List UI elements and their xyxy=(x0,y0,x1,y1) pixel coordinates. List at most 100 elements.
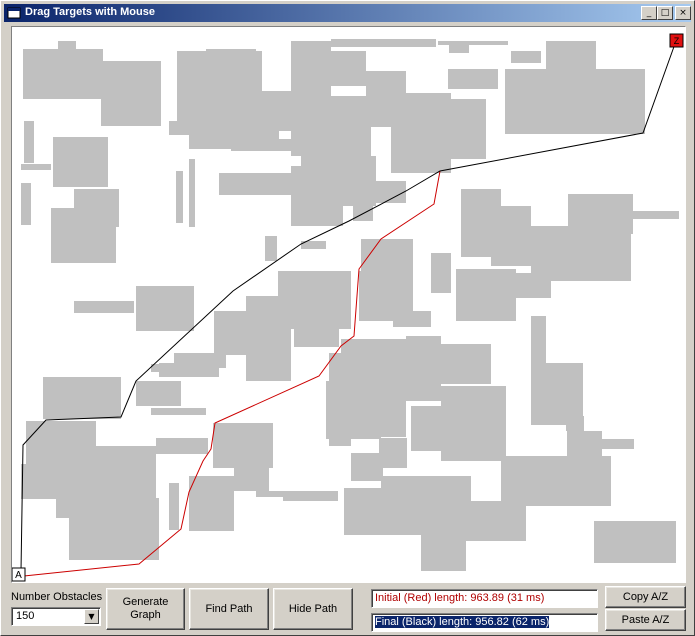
obstacle xyxy=(511,51,541,63)
obstacle xyxy=(301,51,366,86)
obstacle xyxy=(631,211,679,219)
obstacle xyxy=(265,236,277,261)
obstacle xyxy=(501,456,611,506)
obstacle xyxy=(156,438,208,454)
final-path-black xyxy=(20,40,677,572)
obstacle xyxy=(568,194,633,234)
obstacle xyxy=(56,491,126,518)
obstacle xyxy=(441,344,491,384)
obstacle xyxy=(24,121,34,163)
start-marker-label: A xyxy=(15,570,22,581)
obstacles-layer xyxy=(21,39,679,571)
title-bar[interactable]: Drag Targets with Mouse _ □ × xyxy=(4,4,691,22)
start-marker-a[interactable]: A xyxy=(12,567,26,582)
obstacle xyxy=(219,173,291,195)
obstacle xyxy=(567,431,602,456)
obstacles-value: 150 xyxy=(16,610,35,622)
obstacle xyxy=(21,183,31,225)
obstacle xyxy=(53,137,108,187)
obstacle xyxy=(176,171,183,223)
obstacle xyxy=(531,316,546,363)
obstacle xyxy=(234,99,279,139)
obstacle xyxy=(174,353,226,368)
obstacle xyxy=(393,311,431,327)
end-marker-z[interactable]: Z xyxy=(669,33,684,48)
initial-path-red xyxy=(23,170,441,577)
obstacle xyxy=(351,453,383,481)
hide-path-button[interactable]: Hide Path xyxy=(273,588,353,630)
obstacle xyxy=(43,377,121,419)
obstacle xyxy=(448,69,498,89)
obstacle xyxy=(438,41,508,45)
obstacle xyxy=(594,439,634,449)
obstacle xyxy=(341,339,406,384)
obstacle xyxy=(511,273,551,298)
obstacles-combo[interactable]: 150 ▼ xyxy=(11,607,101,626)
obstacle xyxy=(189,104,234,149)
obstacle xyxy=(41,446,156,499)
obstacle xyxy=(278,271,351,329)
window-title: Drag Targets with Mouse xyxy=(25,6,155,18)
obstacle xyxy=(51,208,116,263)
obstacle xyxy=(151,408,206,415)
obstacle xyxy=(331,39,436,47)
obstacle xyxy=(531,363,583,425)
obstacle xyxy=(101,61,161,126)
obstacle xyxy=(74,301,134,313)
graph-drawing: A Z xyxy=(12,33,684,582)
obstacle xyxy=(581,86,626,126)
obstacle xyxy=(546,41,596,79)
obstacle xyxy=(231,139,291,151)
obstacle xyxy=(466,501,526,541)
obstacle xyxy=(151,364,181,372)
obstacle xyxy=(234,456,269,491)
obstacle xyxy=(23,49,103,99)
obstacle xyxy=(601,534,641,559)
graph-canvas[interactable]: A Z xyxy=(11,26,686,583)
copy-az-button[interactable]: Copy A/Z xyxy=(605,586,686,608)
obstacle xyxy=(313,186,343,226)
app-icon xyxy=(7,7,21,19)
obstacle xyxy=(136,286,194,331)
obstacle xyxy=(136,381,181,406)
obstacle xyxy=(291,96,371,156)
obstacle xyxy=(441,386,506,461)
obstacles-label: Number Obstacles xyxy=(11,591,103,603)
final-length-text: Final (Black) length: 956.82 (62 ms) xyxy=(375,616,550,628)
initial-length-field[interactable]: Initial (Red) length: 963.89 (31 ms) xyxy=(371,589,598,608)
obstacle xyxy=(169,483,179,530)
close-icon: × xyxy=(679,8,687,18)
generate-graph-button[interactable]: Generate Graph xyxy=(106,588,185,630)
final-length-field[interactable]: Final (Black) length: 956.82 (62 ms) xyxy=(371,613,598,632)
obstacle xyxy=(406,336,441,401)
obstacle xyxy=(301,241,326,249)
close-button[interactable]: × xyxy=(675,6,691,20)
obstacle xyxy=(283,491,338,501)
obstacle xyxy=(379,438,407,468)
obstacle xyxy=(294,329,339,347)
obstacle xyxy=(566,416,584,431)
obstacle xyxy=(431,253,451,293)
obstacle xyxy=(21,164,51,170)
chevron-down-icon[interactable]: ▼ xyxy=(84,609,99,624)
maximize-icon: □ xyxy=(660,8,670,18)
find-path-button[interactable]: Find Path xyxy=(189,588,269,630)
obstacle xyxy=(206,49,256,55)
obstacle xyxy=(359,271,389,321)
obstacle xyxy=(421,481,466,571)
obstacle xyxy=(21,464,46,499)
obstacle xyxy=(189,476,234,531)
obstacle xyxy=(356,181,406,203)
end-marker-label: Z xyxy=(674,36,680,46)
maximize-button[interactable]: □ xyxy=(657,6,673,20)
obstacle xyxy=(58,41,76,51)
obstacle xyxy=(521,234,561,266)
obstacle xyxy=(329,436,351,446)
obstacle xyxy=(256,491,304,497)
minimize-icon: _ xyxy=(646,8,652,18)
obstacle xyxy=(461,271,509,301)
minimize-button[interactable]: _ xyxy=(641,6,657,20)
paste-az-button[interactable]: Paste A/Z xyxy=(605,609,686,631)
obstacle xyxy=(411,406,446,451)
